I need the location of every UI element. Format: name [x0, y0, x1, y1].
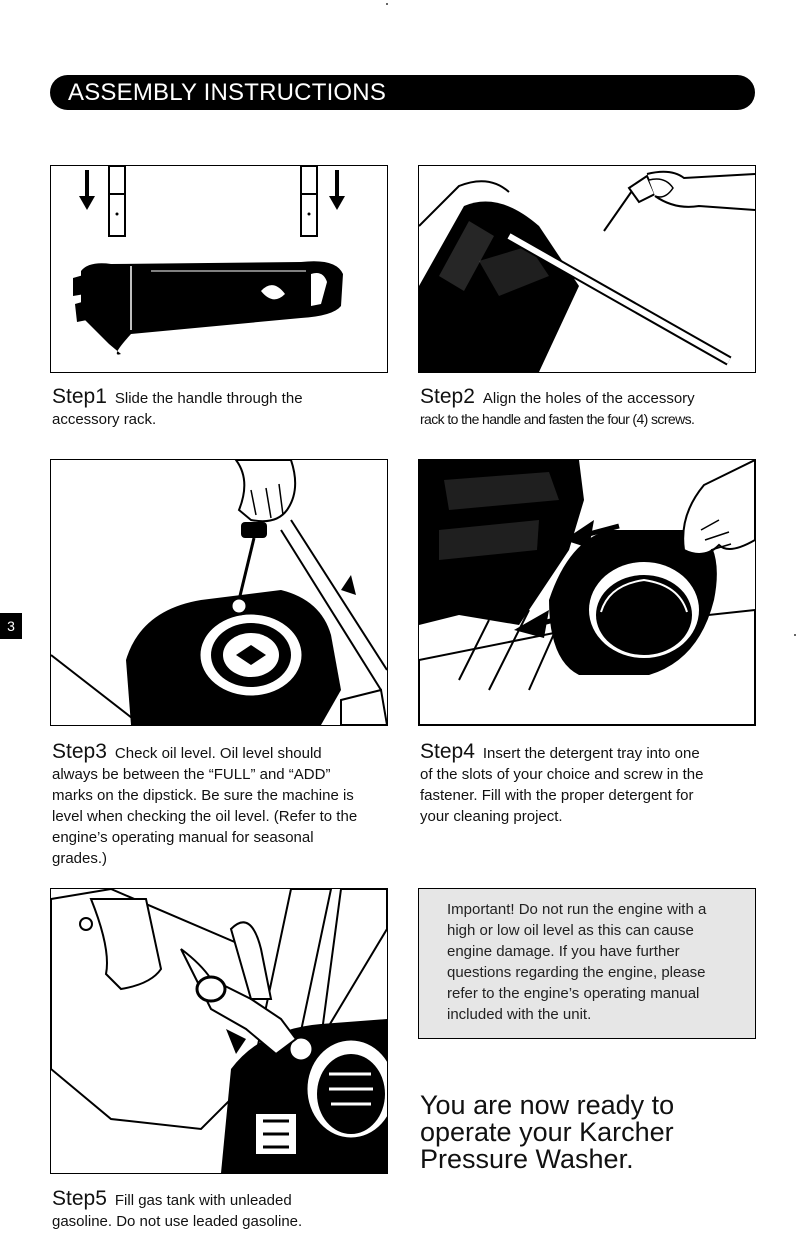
step-4-illustration	[418, 459, 756, 726]
step-text: your cleaning project.	[420, 808, 563, 825]
step-text: fastener. Fill with the proper detergent…	[420, 787, 694, 804]
step-text: Align the holes of the accessory	[482, 390, 695, 407]
step-label: Step	[52, 740, 96, 763]
step-text: rack to the handle and fasten the four (…	[420, 411, 695, 427]
note-line: engine damage. If you have further	[447, 943, 680, 960]
step-3-caption: Step3 Check oil level. Oil level should a…	[52, 741, 397, 869]
step-label: Step	[420, 740, 464, 763]
step-2-illustration	[418, 165, 756, 373]
step-1-illustration	[50, 165, 388, 373]
step-number: 4	[463, 740, 475, 763]
note-line: high or low oil level as this can cause	[447, 922, 694, 939]
step-text: engine’s operating manual for seasonal	[52, 829, 314, 846]
scan-mark	[386, 3, 388, 5]
step-label: Step	[420, 385, 464, 408]
step-number: 2	[463, 385, 475, 408]
step-number: 5	[95, 1187, 107, 1210]
step-text: Check oil level. Oil level should	[114, 745, 322, 762]
section-header: ASSEMBLY INSTRUCTIONS	[50, 75, 755, 110]
step-text: accessory rack.	[52, 411, 157, 428]
step-number: 1	[95, 385, 107, 408]
ready-line: You are now ready to	[420, 1090, 675, 1120]
step-text: Fill gas tank with unleaded	[114, 1192, 292, 1209]
step-number: 3	[95, 740, 107, 763]
step-text: grades.)	[52, 850, 108, 867]
step-5-caption: Step5 Fill gas tank with unleaded gasolin…	[52, 1188, 397, 1232]
step-5-illustration	[50, 888, 388, 1174]
step-2-caption: Step2 Align the holes of the accessory ra…	[420, 386, 760, 430]
section-title: ASSEMBLY INSTRUCTIONS	[68, 79, 387, 106]
step-text: gasoline. Do not use leaded gasoline.	[52, 1213, 303, 1230]
step-3-illustration	[50, 459, 388, 726]
scan-mark	[794, 634, 796, 636]
step-text: always be between the “FULL” and “ADD”	[52, 766, 331, 783]
important-note-text: Important! Do not run the engine with a …	[447, 899, 743, 1025]
page-number-tab: 3	[0, 613, 22, 639]
important-note-box: Important! Do not run the engine with a …	[418, 888, 756, 1039]
step-text: marks on the dipstick. Be sure the machi…	[52, 787, 354, 804]
step-text: Insert the detergent tray into one	[482, 745, 700, 762]
note-line: questions regarding the engine, please	[447, 964, 706, 981]
step-text: level when checking the oil level. (Refe…	[52, 808, 358, 825]
step-label: Step	[52, 385, 96, 408]
step-label: Step	[52, 1187, 96, 1210]
step-1-caption: Step1 Slide the handle through the access…	[52, 386, 392, 430]
ready-message: You are now ready to operate your Karche…	[420, 1092, 760, 1173]
note-line: included with the unit.	[447, 1006, 592, 1023]
step-text: of the slots of your choice and screw in…	[420, 766, 704, 783]
note-line: refer to the engine’s operating manual	[447, 985, 700, 1002]
ready-line: operate your Karcher	[420, 1117, 674, 1147]
ready-line: Pressure Washer.	[420, 1144, 634, 1174]
note-line: Important! Do not run the engine with a	[447, 901, 707, 918]
step-text: Slide the handle through the	[114, 390, 303, 407]
